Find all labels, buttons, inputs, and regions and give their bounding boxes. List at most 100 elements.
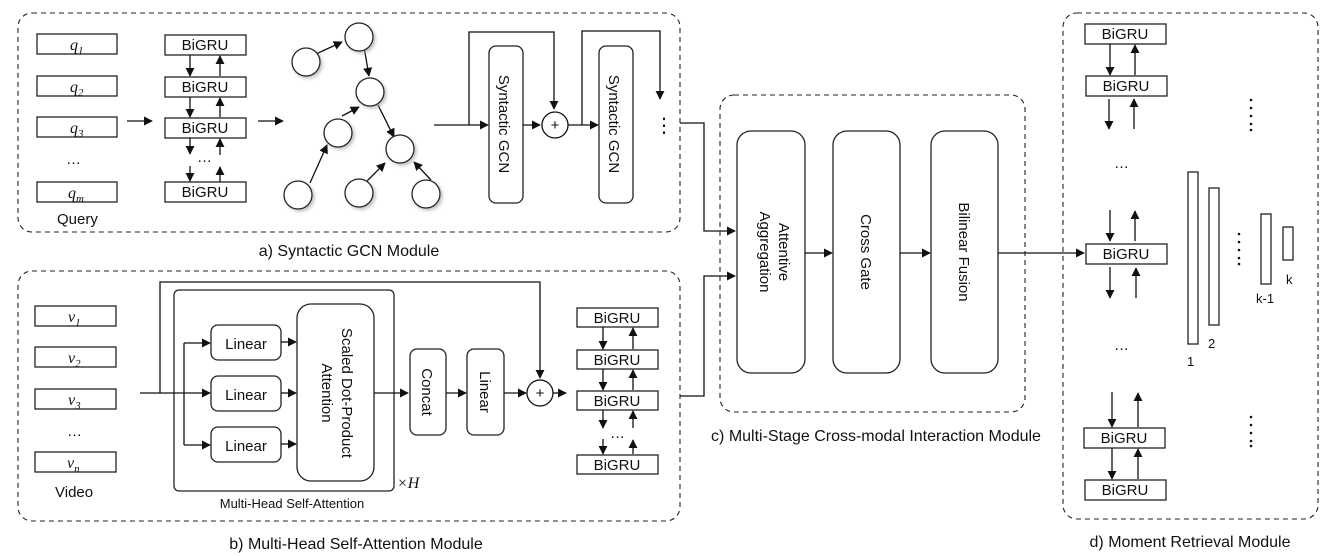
video-frame-box [34, 451, 117, 473]
score-bar-1 [1187, 171, 1199, 345]
bigru-box [1084, 23, 1167, 45]
query-bigru-stack: BiGRU BiGRU BiGRU … BiGRU [164, 34, 247, 203]
tree-node [291, 47, 321, 77]
tree-node [385, 134, 415, 164]
bigru-label: BiGRU [1102, 482, 1149, 499]
bigru-ellipsis: … [1114, 155, 1129, 172]
output-linear-layer [466, 348, 505, 436]
bilinear-fusion-label: Bilinear Fusion [955, 202, 972, 301]
bigru-ellipsis: … [197, 149, 212, 166]
query-inputs: q1 q2 q3 … qm Query [36, 33, 118, 228]
module-d-border [1062, 12, 1319, 520]
bigru-label: BiGRU [594, 457, 641, 474]
score-bar-2 [1208, 187, 1220, 326]
linear-label: Linear [225, 387, 267, 404]
bigru-box [164, 34, 247, 56]
module-d-moment-retrieval: BiGRU BiGRU … BiGRU … BiGRU BiGRU [1062, 12, 1319, 551]
module-b-caption: b) Multi-Head Self-Attention Module [229, 536, 483, 553]
video-frame: v3 [68, 392, 81, 412]
score-label-2: 2 [1208, 336, 1215, 351]
video-frame-box [34, 305, 117, 327]
bigru-label: BiGRU [1101, 430, 1148, 447]
tree-node [344, 178, 374, 208]
tree-node [283, 180, 313, 210]
bigru-label: BiGRU [182, 120, 229, 137]
module-d-caption: d) Moment Retrieval Module [1090, 534, 1291, 551]
module-a-caption: a) Syntactic GCN Module [259, 243, 440, 260]
video-ellipsis: … [67, 423, 82, 440]
mhsa-block [173, 289, 395, 492]
linear-label: Linear [225, 336, 267, 353]
moment-score-bars: 1 2 k-1 k [1187, 171, 1294, 369]
query-token-box [36, 181, 118, 203]
query-token-box [36, 116, 118, 138]
score-label-1: 1 [1187, 354, 1194, 369]
module-b-multi-head-self-attention: v1 v2 v3 … vn Video ×H Multi-Head Self-A… [17, 270, 681, 553]
bigru-box [1085, 243, 1168, 265]
score-label-k: k [1286, 272, 1293, 287]
score-bar-k [1282, 226, 1294, 261]
bigru-box [576, 307, 659, 328]
linear-label: Linear [225, 438, 267, 455]
bigru-box [164, 117, 247, 139]
tree-node [411, 179, 441, 209]
dependency-tree [283, 22, 441, 210]
bigru-label: BiGRU [594, 352, 641, 369]
query-token-box [36, 75, 118, 97]
cross-gate-stage [832, 130, 901, 374]
score-label-k-1: k-1 [1256, 291, 1274, 306]
output-linear-label: Linear [476, 371, 493, 413]
head-repeat-label: ×H [397, 475, 421, 492]
bigru-box [576, 454, 659, 475]
syntactic-gcn-label: Syntactic GCN [605, 75, 622, 173]
concat-label: Concat [418, 368, 435, 416]
query-token: q1 [70, 37, 84, 57]
video-label: Video [55, 484, 93, 501]
module-c-cross-modal-interaction: Attentive Aggregation Cross Gate Bilinea… [680, 94, 1085, 445]
query-token: qm [68, 185, 84, 205]
video-frame: v1 [68, 309, 81, 329]
bigru-box [1085, 75, 1168, 97]
video-inputs: v1 v2 v3 … vn Video [34, 305, 117, 501]
bigru-label: BiGRU [182, 184, 229, 201]
vertical-ellipsis [1237, 98, 1253, 448]
bigru-label: BiGRU [594, 310, 641, 327]
query-ellipsis: … [66, 151, 81, 168]
bigru-label: BiGRU [1103, 246, 1150, 263]
bigru-ellipsis: … [1114, 337, 1129, 354]
video-frame: v2 [68, 350, 81, 370]
bigru-box [1083, 427, 1166, 449]
bigru-label: BiGRU [1102, 26, 1149, 43]
attentive-aggregation-label-line2: Aggregation [756, 212, 773, 293]
retrieval-bigru-stack: BiGRU BiGRU … BiGRU … BiGRU BiGRU [1083, 23, 1168, 501]
concat-layer [409, 348, 447, 436]
bigru-label: BiGRU [594, 393, 641, 410]
gcn-stack: Syntactic GCN + Syntactic GCN ⋮ [434, 30, 674, 204]
query-token: q2 [70, 79, 84, 99]
svg-text:+: + [551, 117, 560, 134]
module-a-syntactic-gcn: q1 q2 q3 … qm Query BiGRU BiGRU BiGRU … … [17, 12, 681, 260]
mhsa-label: Multi-Head Self-Attention [220, 496, 365, 511]
bilinear-fusion-stage [930, 130, 999, 374]
attention-label-line1: Scaled Dot-Product [338, 328, 355, 459]
video-frame-box [34, 388, 117, 410]
bigru-box [576, 390, 659, 411]
score-bar-k-1 [1260, 213, 1272, 285]
syntactic-gcn-layer [598, 45, 634, 204]
query-token-box [36, 33, 118, 55]
bigru-label: BiGRU [1103, 78, 1150, 95]
attentive-aggregation-stage [736, 130, 806, 374]
more-layers-ellipsis: ⋮ [654, 115, 674, 137]
video-bigru-stack: BiGRU BiGRU BiGRU … BiGRU [576, 307, 659, 475]
svg-text:+: + [536, 385, 545, 402]
syntactic-gcn-label: Syntactic GCN [495, 75, 512, 173]
attention-label-line2: Attention [318, 363, 335, 422]
query-label: Query [57, 211, 98, 228]
attentive-aggregation-label-line1: Attentive [775, 223, 792, 281]
bigru-box [1084, 479, 1167, 501]
cross-gate-label: Cross Gate [857, 214, 874, 290]
bigru-box [164, 76, 247, 98]
bigru-box [164, 181, 247, 203]
bigru-label: BiGRU [182, 37, 229, 54]
